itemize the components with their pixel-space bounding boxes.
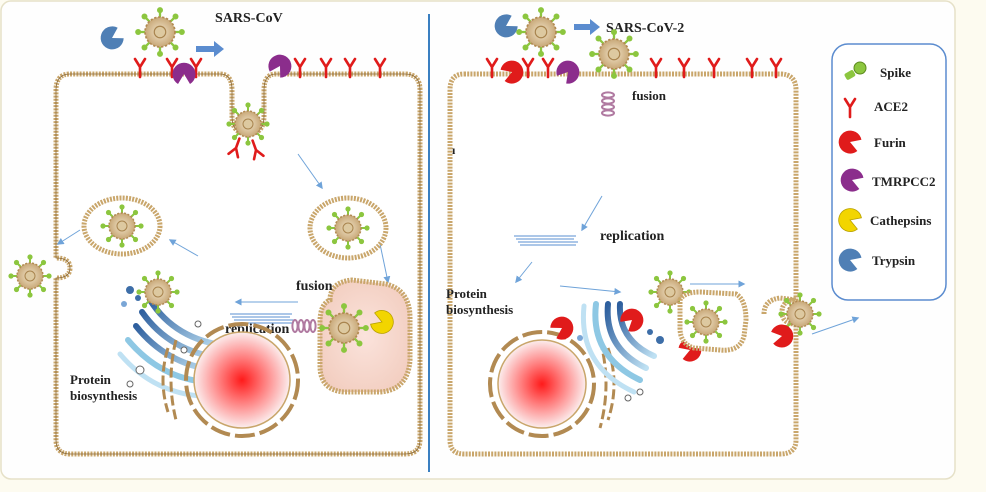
legend-label: Cathepsins [870, 213, 931, 228]
flow-arrow [811, 316, 860, 335]
left-virus-label: SARS-CoV [215, 11, 283, 26]
flow-arrow [559, 285, 622, 295]
legend-label: Spike [880, 65, 911, 80]
left-fusion-label: fusion [296, 279, 333, 294]
virion [134, 6, 186, 58]
golgi-apparatus [577, 301, 664, 402]
stray-mark: ı [452, 143, 456, 157]
budding-virion [761, 291, 823, 350]
virion [7, 253, 53, 299]
entry-arrow [574, 19, 600, 35]
endosome-vesicle [307, 195, 389, 261]
spike-icon [844, 61, 867, 80]
legend: Spike ACE2 Furin TMRPCC2 Cathepsins Tryp… [831, 43, 947, 301]
exocytic-vesicle [677, 289, 749, 353]
left-protein-label-2: biosynthesis [70, 388, 137, 403]
virion [515, 6, 567, 58]
flow-arrow [379, 243, 391, 284]
legend-label: TMRPCC2 [872, 174, 936, 189]
viral-rna [514, 235, 578, 246]
legend-label: ACE2 [874, 99, 908, 114]
legend-label: Trypsin [872, 253, 916, 268]
left-protein-label-1: Protein [70, 372, 112, 387]
legend-item-trypsin: Trypsin [835, 245, 916, 275]
entry-arrow [196, 41, 224, 57]
right-protein-label-2: biosynthesis [446, 302, 513, 317]
right-fusion-label: fusion [632, 88, 667, 103]
right-replication-label: replication [600, 229, 665, 244]
exocytic-vesicle [81, 195, 163, 257]
flow-arrow [515, 261, 533, 284]
right-protein-label-1: Protein [446, 286, 488, 301]
legend-item-tmrpcc2: TMRPCC2 [837, 165, 936, 195]
legend-item-furin: Furin [835, 127, 907, 157]
flow-arrow [581, 195, 603, 232]
flow-arrow [297, 153, 323, 190]
legend-item-ace2: ACE2 [843, 97, 908, 119]
legend-item-spike: Spike [844, 61, 911, 80]
lysosome [317, 277, 413, 395]
nucleus [161, 322, 300, 438]
flow-arrow [56, 229, 81, 245]
legend-item-cathepsins: Cathepsins [834, 204, 931, 235]
right-virus-label: SARS-CoV-2 [606, 21, 684, 36]
virion [135, 269, 181, 315]
virion [225, 101, 271, 147]
flow-arrow [168, 239, 199, 257]
virion [588, 28, 640, 80]
legend-label: Furin [874, 135, 907, 150]
